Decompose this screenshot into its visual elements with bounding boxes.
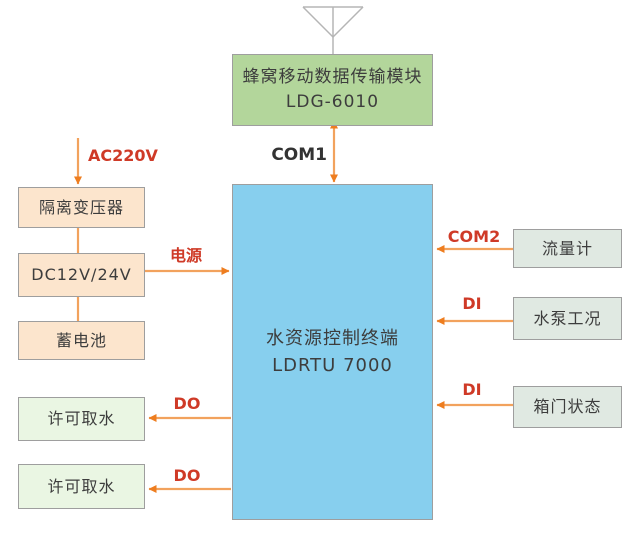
antenna-icon [302,6,364,54]
dc-supply-label: DC12V/24V [31,265,132,284]
isolation-transformer-box: 隔离变压器 [18,187,145,228]
comm-module-box: 蜂窝移动数据传输模块 LDG-6010 [232,54,433,126]
flow-meter-label: 流量计 [541,238,593,258]
permit-water-label-1: 许可取水 [47,409,116,428]
label-com1: COM1 [271,145,327,165]
pump-status-box: 水泵工况 [513,297,622,340]
label-do1: DO [173,394,201,413]
label-di2: DI [462,380,482,399]
label-do2: DO [173,466,201,485]
permit-water-box-1: 许可取水 [18,397,145,441]
label-power: 电源 [169,246,203,265]
isolation-transformer-label: 隔离变压器 [38,197,124,217]
label-com2: COM2 [447,227,501,246]
permit-water-box-2: 许可取水 [18,464,145,509]
door-status-box: 箱门状态 [513,386,622,428]
flow-meter-box: 流量计 [513,229,622,268]
terminal-box: 水资源控制终端 LDRTU 7000 [232,184,433,520]
label-ac220v: AC220V [88,146,158,165]
battery-label: 蓄电池 [55,330,107,350]
door-status-label: 箱门状态 [533,397,602,416]
terminal-model: LDRTU 7000 [272,355,393,376]
battery-box: 蓄电池 [18,321,145,360]
permit-water-label-2: 许可取水 [47,476,116,496]
terminal-name: 水资源控制终端 [266,328,399,349]
comm-module-name: 蜂窝移动数据传输模块 [242,66,423,87]
dc-supply-box: DC12V/24V [18,253,145,297]
comm-module-model: LDG-6010 [285,92,380,112]
pump-status-label: 水泵工况 [533,308,602,328]
label-di1: DI [462,294,482,313]
